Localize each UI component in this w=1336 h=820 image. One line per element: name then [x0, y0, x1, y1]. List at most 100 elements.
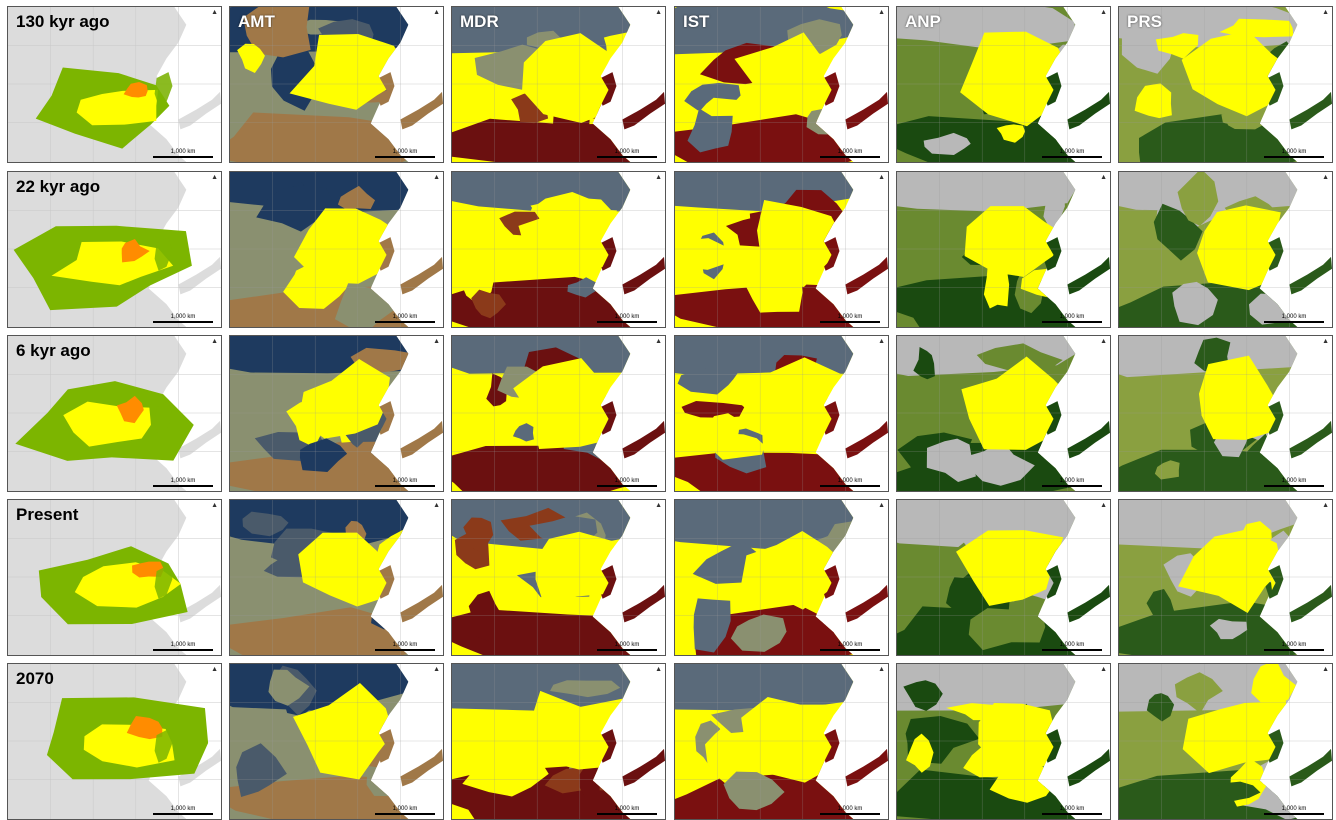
map-panel-prs: ▲1,000 km	[1118, 663, 1333, 820]
map-panel-anp: ▲ 1,000 km	[896, 171, 1111, 328]
map-panel-prs: ▲ 1,000 km	[1118, 171, 1333, 328]
north-arrow-icon: ▲	[878, 338, 885, 345]
column-label: PRS	[1127, 12, 1162, 31]
map-panel-amt: ▲1,000 km	[229, 335, 444, 492]
north-arrow-icon: ▲	[211, 666, 218, 673]
scale-bar-line	[820, 156, 880, 158]
scale-bar: 1,000 km	[375, 642, 435, 651]
map-panel-ist: ▲1,000 km	[674, 335, 889, 492]
scale-bar-line	[153, 156, 213, 158]
scale-bar-line	[1042, 485, 1102, 487]
north-arrow-icon: ▲	[211, 338, 218, 345]
scale-bar-label: 1,000 km	[1281, 806, 1307, 812]
scale-bar-line	[1264, 321, 1324, 323]
north-arrow-icon: ▲	[1322, 174, 1329, 181]
map-panel-suitability: 2070▲1,000 km	[7, 663, 222, 820]
scale-bar-label: 1,000 km	[1281, 314, 1307, 320]
scale-bar: 1,000 km	[1042, 314, 1102, 323]
scale-bar-line	[1264, 156, 1324, 158]
scale-bar-label: 1,000 km	[614, 314, 640, 320]
map-image	[1119, 500, 1332, 655]
north-arrow-icon: ▲	[1322, 502, 1329, 509]
scale-bar-label: 1,000 km	[837, 806, 863, 812]
scale-bar-label: 1,000 km	[837, 314, 863, 320]
map-image	[8, 7, 221, 162]
map-panel-anp: ▲1,000 km	[896, 335, 1111, 492]
scale-bar-line	[597, 485, 657, 487]
map-image	[1119, 664, 1332, 819]
map-image	[897, 7, 1110, 162]
scale-bar-line	[1264, 649, 1324, 651]
scale-bar: 1,000 km	[597, 149, 657, 158]
scale-bar: 1,000 km	[1042, 642, 1102, 651]
scale-bar-line	[153, 485, 213, 487]
map-panel-suitability: Present▲1,000 km	[7, 499, 222, 656]
scale-bar-label: 1,000 km	[1059, 478, 1085, 484]
column-label: IST	[683, 12, 710, 31]
scale-bar: 1,000 km	[820, 149, 880, 158]
scale-bar-line	[597, 649, 657, 651]
north-arrow-icon: ▲	[1100, 9, 1107, 16]
scale-bar: 1,000 km	[820, 314, 880, 323]
map-panel-anp: ANP▲1,000 km	[896, 6, 1111, 163]
row-label: 2070	[16, 669, 54, 688]
north-arrow-icon: ▲	[433, 174, 440, 181]
scale-bar-label: 1,000 km	[1281, 642, 1307, 648]
map-panel-suitability: 6 kyr ago▲1,000 km	[7, 335, 222, 492]
scale-bar: 1,000 km	[375, 149, 435, 158]
map-image	[675, 336, 888, 491]
scale-bar: 1,000 km	[153, 149, 213, 158]
map-panel-anp: ▲1,000 km	[896, 663, 1111, 820]
scale-bar: 1,000 km	[1042, 478, 1102, 487]
row-label: 130 kyr ago	[16, 12, 110, 31]
map-image	[230, 336, 443, 491]
scale-bar-line	[375, 156, 435, 158]
scale-bar-label: 1,000 km	[614, 642, 640, 648]
scale-bar-label: 1,000 km	[170, 478, 196, 484]
north-arrow-icon: ▲	[655, 666, 662, 673]
scale-bar-line	[597, 321, 657, 323]
map-panel-ist: ▲1,000 km	[674, 499, 889, 656]
scale-bar: 1,000 km	[375, 806, 435, 815]
map-image	[452, 7, 665, 162]
scale-bar-line	[1042, 156, 1102, 158]
scale-bar-label: 1,000 km	[170, 149, 196, 155]
map-image	[675, 500, 888, 655]
north-arrow-icon: ▲	[1100, 174, 1107, 181]
scale-bar-line	[153, 813, 213, 815]
row-label: Present	[16, 505, 79, 524]
map-panel-mdr: ▲1,000 km	[451, 335, 666, 492]
scale-bar-label: 1,000 km	[837, 642, 863, 648]
scale-bar: 1,000 km	[375, 478, 435, 487]
scale-bar-label: 1,000 km	[614, 478, 640, 484]
map-image	[897, 500, 1110, 655]
scale-bar: 1,000 km	[1264, 314, 1324, 323]
scale-bar-label: 1,000 km	[1281, 478, 1307, 484]
map-image	[8, 336, 221, 491]
north-arrow-icon: ▲	[433, 9, 440, 16]
scale-bar: 1,000 km	[820, 806, 880, 815]
map-image	[230, 7, 443, 162]
map-image	[1119, 7, 1332, 162]
column-label: MDR	[460, 12, 499, 31]
map-panel-mdr: MDR▲1,000 km	[451, 6, 666, 163]
scale-bar-label: 1,000 km	[1281, 149, 1307, 155]
map-panel-mdr: ▲1,000 km	[451, 499, 666, 656]
scale-bar-line	[1264, 813, 1324, 815]
map-panel-mdr: ▲1,000 km	[451, 663, 666, 820]
scale-bar: 1,000 km	[153, 642, 213, 651]
scale-bar-line	[375, 813, 435, 815]
map-image	[897, 336, 1110, 491]
map-panel-prs: ▲ 1,000 km	[1118, 499, 1333, 656]
scale-bar: 1,000 km	[597, 642, 657, 651]
north-arrow-icon: ▲	[878, 9, 885, 16]
scale-bar-line	[1042, 321, 1102, 323]
map-image	[675, 664, 888, 819]
map-image	[230, 500, 443, 655]
map-image	[8, 172, 221, 327]
scale-bar-line	[375, 649, 435, 651]
scale-bar-line	[153, 321, 213, 323]
scale-bar-label: 1,000 km	[1059, 314, 1085, 320]
scale-bar-line	[820, 485, 880, 487]
map-panel-prs: ▲1,000 km	[1118, 335, 1333, 492]
